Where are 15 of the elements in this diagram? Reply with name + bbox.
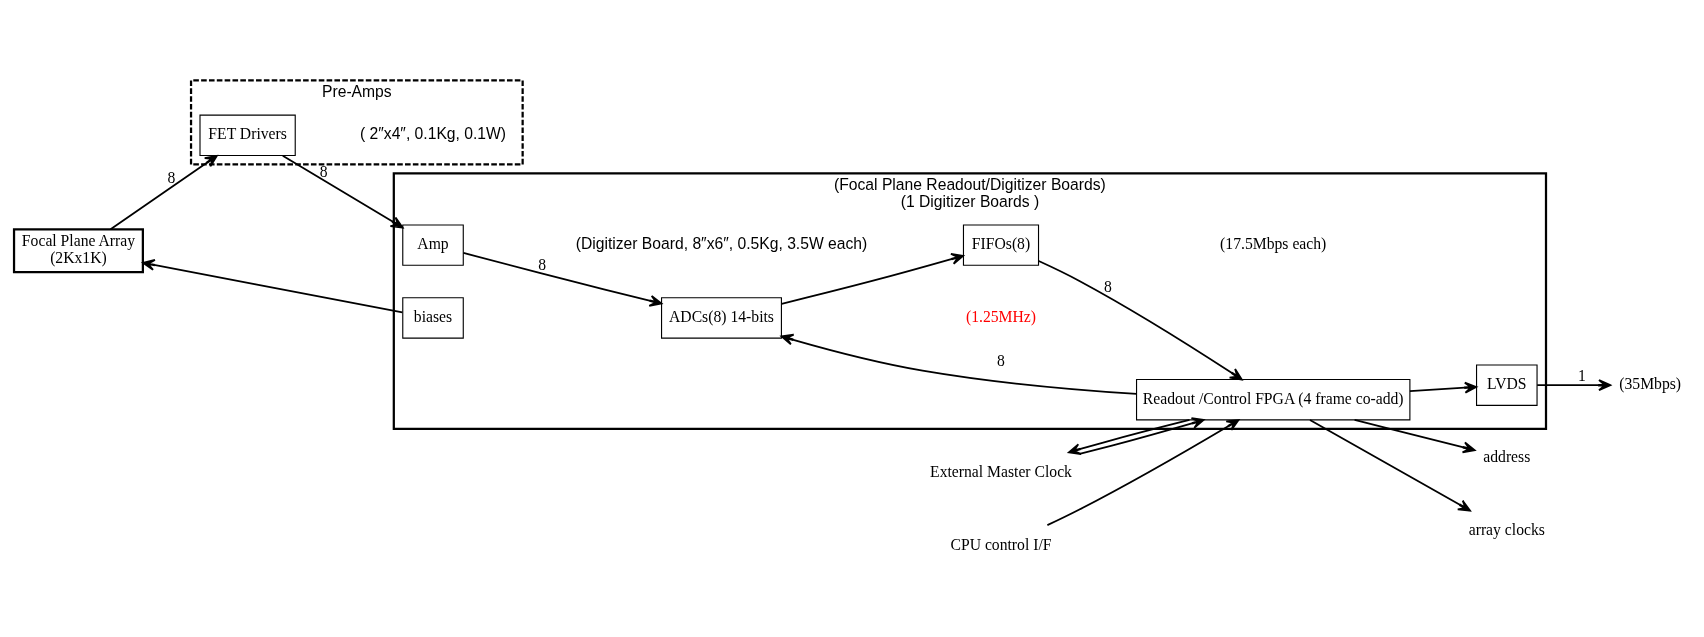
label: (1.25MHz) <box>965 308 1037 326</box>
edge-label: 8 <box>167 168 176 186</box>
node-text: CPU control I/F <box>950 535 1052 553</box>
node-text: address <box>1483 448 1531 466</box>
edge-label: 8 <box>319 163 328 181</box>
label: (17.5Mbps each) <box>1220 235 1327 253</box>
node-text: (35Mbps) <box>1619 375 1682 393</box>
node-label: ( 2″x4″, 0.1Kg, 0.1W) <box>359 125 507 143</box>
edge-label: 8 <box>538 255 547 273</box>
node-text: array clocks <box>1468 520 1545 538</box>
edge-label: 8 <box>997 352 1005 370</box>
node-label: (Digitizer Board, 8″x6″, 0.5Kg, 3.5W each) <box>575 235 868 253</box>
edge-label: 8 <box>1104 278 1112 296</box>
node-text: External Master Clock <box>930 462 1072 480</box>
edge-label: 1 <box>1577 366 1586 384</box>
